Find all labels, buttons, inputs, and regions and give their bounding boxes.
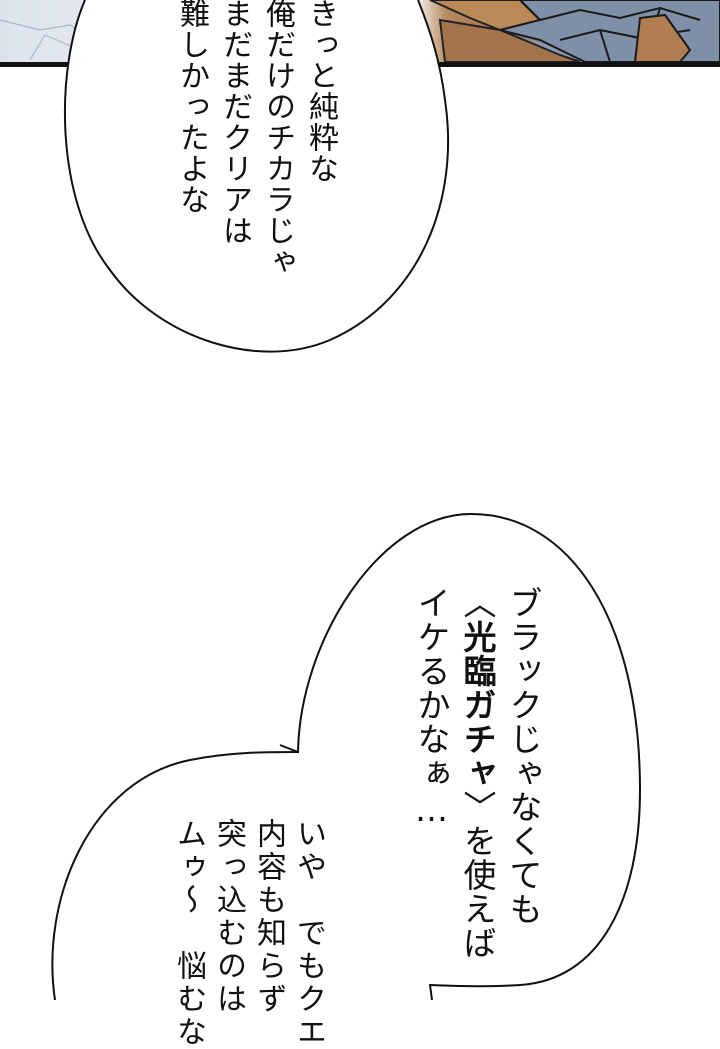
dialogue-line: まだまだクリアは <box>217 0 252 246</box>
dialogue-line: 俺だけのチカラじゃ <box>260 0 295 277</box>
dialogue-line: 内容も知らず <box>251 818 286 1016</box>
speech-bubble-3-text: いや でもクエ 内容も知らず 突っ込むのは ムゥ〜 悩むな <box>168 818 328 1049</box>
dialogue-line: イケるかなぁ… <box>412 586 451 830</box>
speech-bubble-2 <box>298 513 640 1000</box>
speech-bubble-1-text: きっと純粋な 俺だけのチカラじゃ まだまだクリアは 難しかったよな <box>170 0 342 277</box>
dialogue-line: 突っ込むのは <box>211 818 246 1016</box>
bracket-open: 〈 <box>458 586 497 620</box>
dialogue-line: きっと純粋な <box>303 0 338 184</box>
dialogue-line: いや でもクエ <box>291 818 326 1049</box>
dialogue-line-rest: 〉を使えば <box>458 790 497 960</box>
speech-bubble-1 <box>63 0 449 353</box>
dialogue-line: 〈光臨ガチャ〉を使えば <box>454 586 500 960</box>
rock-floor-illustration <box>0 0 720 62</box>
dialogue-line: 難しかったよな <box>174 0 209 215</box>
dialogue-line: ムゥ〜 悩むな <box>171 818 206 1049</box>
dialogue-line: ブラックじゃなくても <box>504 586 543 926</box>
speech-bubble-outlines <box>51 0 642 1000</box>
speech-bubble-2-text: ブラックじゃなくても 〈光臨ガチャ〉を使えば イケるかなぁ… <box>408 586 546 960</box>
emphasized-term: 光臨ガチャ <box>458 620 497 790</box>
